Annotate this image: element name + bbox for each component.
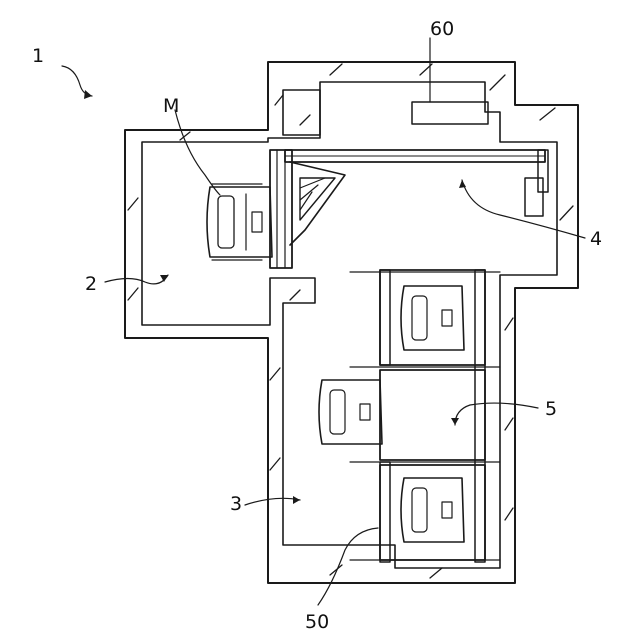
leader-1 xyxy=(62,66,92,96)
vehicle-m xyxy=(207,184,272,260)
leader-3 xyxy=(245,498,300,505)
label-transfer-device: 4 xyxy=(590,228,602,250)
leader-4 xyxy=(462,180,585,238)
label-control-panel: 60 xyxy=(430,18,454,40)
leader-2 xyxy=(105,275,168,284)
leader-m xyxy=(175,110,220,195)
transfer-device xyxy=(270,150,548,268)
building-walls xyxy=(125,62,578,583)
leader-lines xyxy=(62,38,585,605)
label-entry-room: 2 xyxy=(85,273,97,295)
leader-50 xyxy=(318,528,378,605)
parked-car-1 xyxy=(401,286,464,350)
control-panel xyxy=(412,102,488,124)
label-storage-room: 3 xyxy=(230,493,242,515)
label-parking-unit: 5 xyxy=(545,398,557,420)
parking-racks xyxy=(350,270,500,562)
parked-car-2 xyxy=(319,380,382,444)
parked-car-3 xyxy=(401,478,464,542)
leader-5 xyxy=(455,403,538,425)
label-pallet: 50 xyxy=(305,611,329,633)
label-vehicle: M xyxy=(163,95,179,117)
label-overall: 1 xyxy=(32,45,44,67)
